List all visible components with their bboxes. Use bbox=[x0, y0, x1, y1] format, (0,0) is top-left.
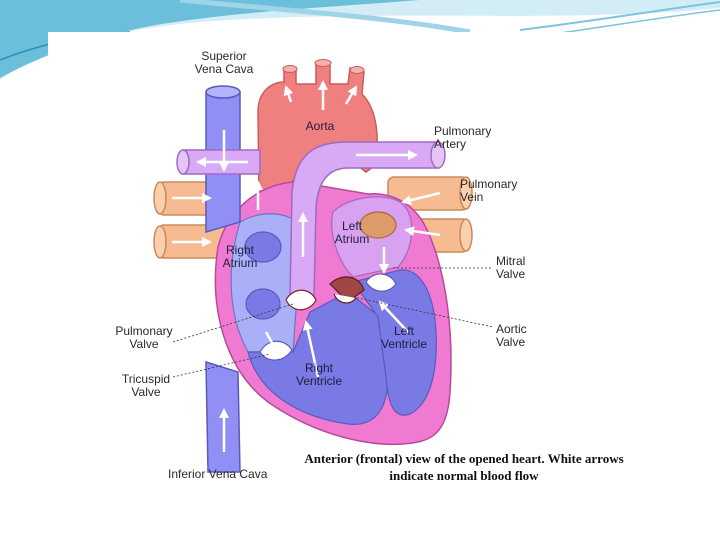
label-pulmonary-valve: Pulmonary Valve bbox=[115, 324, 173, 351]
left-ventricle bbox=[352, 269, 437, 416]
right-atrium-opening-upper bbox=[244, 231, 282, 263]
label-mitral-valve: Mitral Valve bbox=[496, 254, 526, 281]
left-atrium-opening bbox=[359, 211, 397, 239]
caption-line-1: Anterior (frontal) view of the opened he… bbox=[304, 451, 624, 466]
right-atrium-opening-lower bbox=[245, 288, 281, 320]
pulmonary-valve-leaflets bbox=[285, 289, 317, 311]
aortic-valve-leaflets bbox=[329, 276, 365, 304]
label-pulmonary-vein: Pulmonary Vein bbox=[460, 177, 518, 204]
label-pulmonary-artery: Pulmonary Artery bbox=[434, 124, 492, 151]
heart-diagram-figure: Superior Vena Cava Aorta Pulmonary Arter… bbox=[48, 32, 654, 488]
label-aorta: Aorta bbox=[305, 119, 335, 133]
label-aortic-valve: Aortic Valve bbox=[496, 322, 527, 349]
figure-caption: Anterior (frontal) view of the opened he… bbox=[278, 450, 650, 484]
label-left-atrium: Left Atrium bbox=[334, 219, 370, 246]
label-right-ventricle: Right Ventricle bbox=[295, 361, 343, 388]
white-flow-arrows bbox=[172, 80, 441, 452]
label-superior-vena-cava: Superior Vena Cava bbox=[194, 49, 254, 76]
label-left-ventricle: Left Ventricle bbox=[380, 324, 428, 351]
label-leader-lines bbox=[172, 267, 494, 378]
label-right-atrium: Right Atrium bbox=[222, 243, 258, 270]
mitral-valve-leaflets bbox=[365, 273, 397, 292]
caption-line-2: indicate normal blood flow bbox=[389, 468, 539, 483]
label-inferior-vena-cava: Inferior Vena Cava bbox=[168, 467, 268, 481]
heart-diagram bbox=[153, 59, 494, 473]
label-tricuspid-valve: Tricuspid Valve bbox=[121, 372, 171, 399]
